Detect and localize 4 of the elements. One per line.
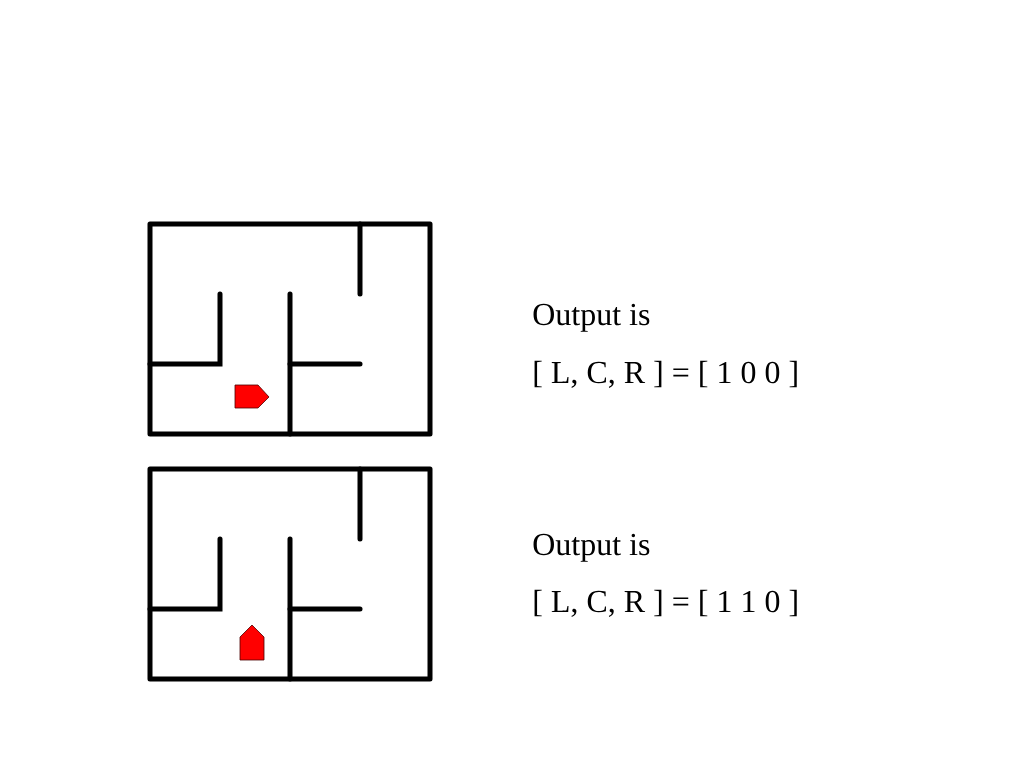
output-text: Output is [533, 303, 650, 332]
output-text: [ L, C, R ] = [ 1 0 0 ] [534, 360, 797, 388]
output-text: [ L, C, R ] = [ 1 1 0 ] [534, 589, 797, 617]
output-text: Output is [533, 533, 650, 562]
